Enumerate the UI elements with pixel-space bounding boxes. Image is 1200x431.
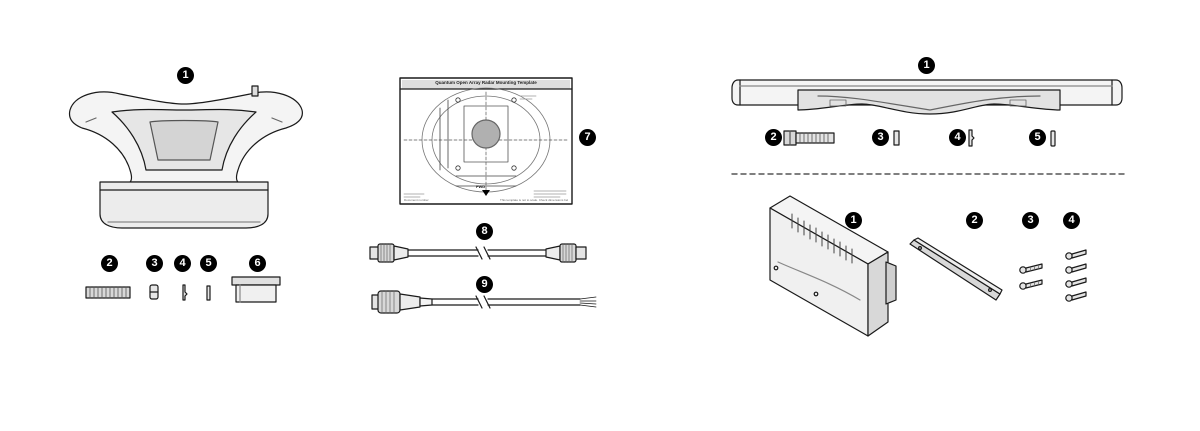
antenna-part-5 — [1050, 130, 1056, 147]
template-arrow-label: FWD — [476, 184, 486, 189]
callout-ped-part3: 3 — [146, 255, 163, 272]
callout-box-screws3: 3 — [1022, 212, 1039, 229]
pedestal-part-5 — [206, 285, 211, 301]
screws-set-4 — [1065, 249, 1087, 302]
callout-ant-bolt: 2 — [765, 129, 782, 146]
pedestal-part-3 — [149, 284, 159, 300]
callout-antenna: 1 — [918, 57, 935, 74]
callout-bracket: 2 — [966, 212, 983, 229]
pedestal-bolt — [85, 286, 131, 299]
mounting-bracket — [909, 237, 1003, 301]
cable-connector-bare-ends — [371, 290, 597, 314]
template-footer-right: This template is not to scale. Check dim… — [500, 198, 568, 202]
callout-cable-b: 9 — [476, 276, 493, 293]
callout-ant-part5: 5 — [1029, 129, 1046, 146]
template-title: Quantum Open Array Radar Mounting Templa… — [435, 80, 537, 85]
pedestal-part-4 — [182, 284, 188, 301]
pedestal-unit — [68, 85, 303, 229]
pedestal-cap — [231, 276, 281, 303]
callout-ant-part4: 4 — [949, 129, 966, 146]
antenna-unit — [731, 79, 1123, 115]
template-footer-left: Document number — [404, 198, 429, 202]
callout-ped-bolt: 2 — [101, 255, 118, 272]
callout-cable-a: 8 — [476, 223, 493, 240]
antenna-bolt — [783, 130, 835, 146]
screws-set-3 — [1019, 263, 1043, 290]
control-box — [769, 195, 897, 337]
callout-pedestal: 1 — [177, 67, 194, 84]
callout-box-screws4: 4 — [1063, 212, 1080, 229]
antenna-part-4 — [968, 129, 975, 147]
callout-ped-part4: 4 — [174, 255, 191, 272]
cable-connector-connector — [369, 243, 587, 263]
mounting-template — [399, 77, 573, 205]
antenna-part-3 — [893, 130, 900, 146]
callout-ped-part5: 5 — [200, 255, 217, 272]
callout-ant-part3: 3 — [872, 129, 889, 146]
callout-box: 1 — [845, 212, 862, 229]
callout-template: 7 — [579, 129, 596, 146]
callout-ped-cap: 6 — [249, 255, 266, 272]
